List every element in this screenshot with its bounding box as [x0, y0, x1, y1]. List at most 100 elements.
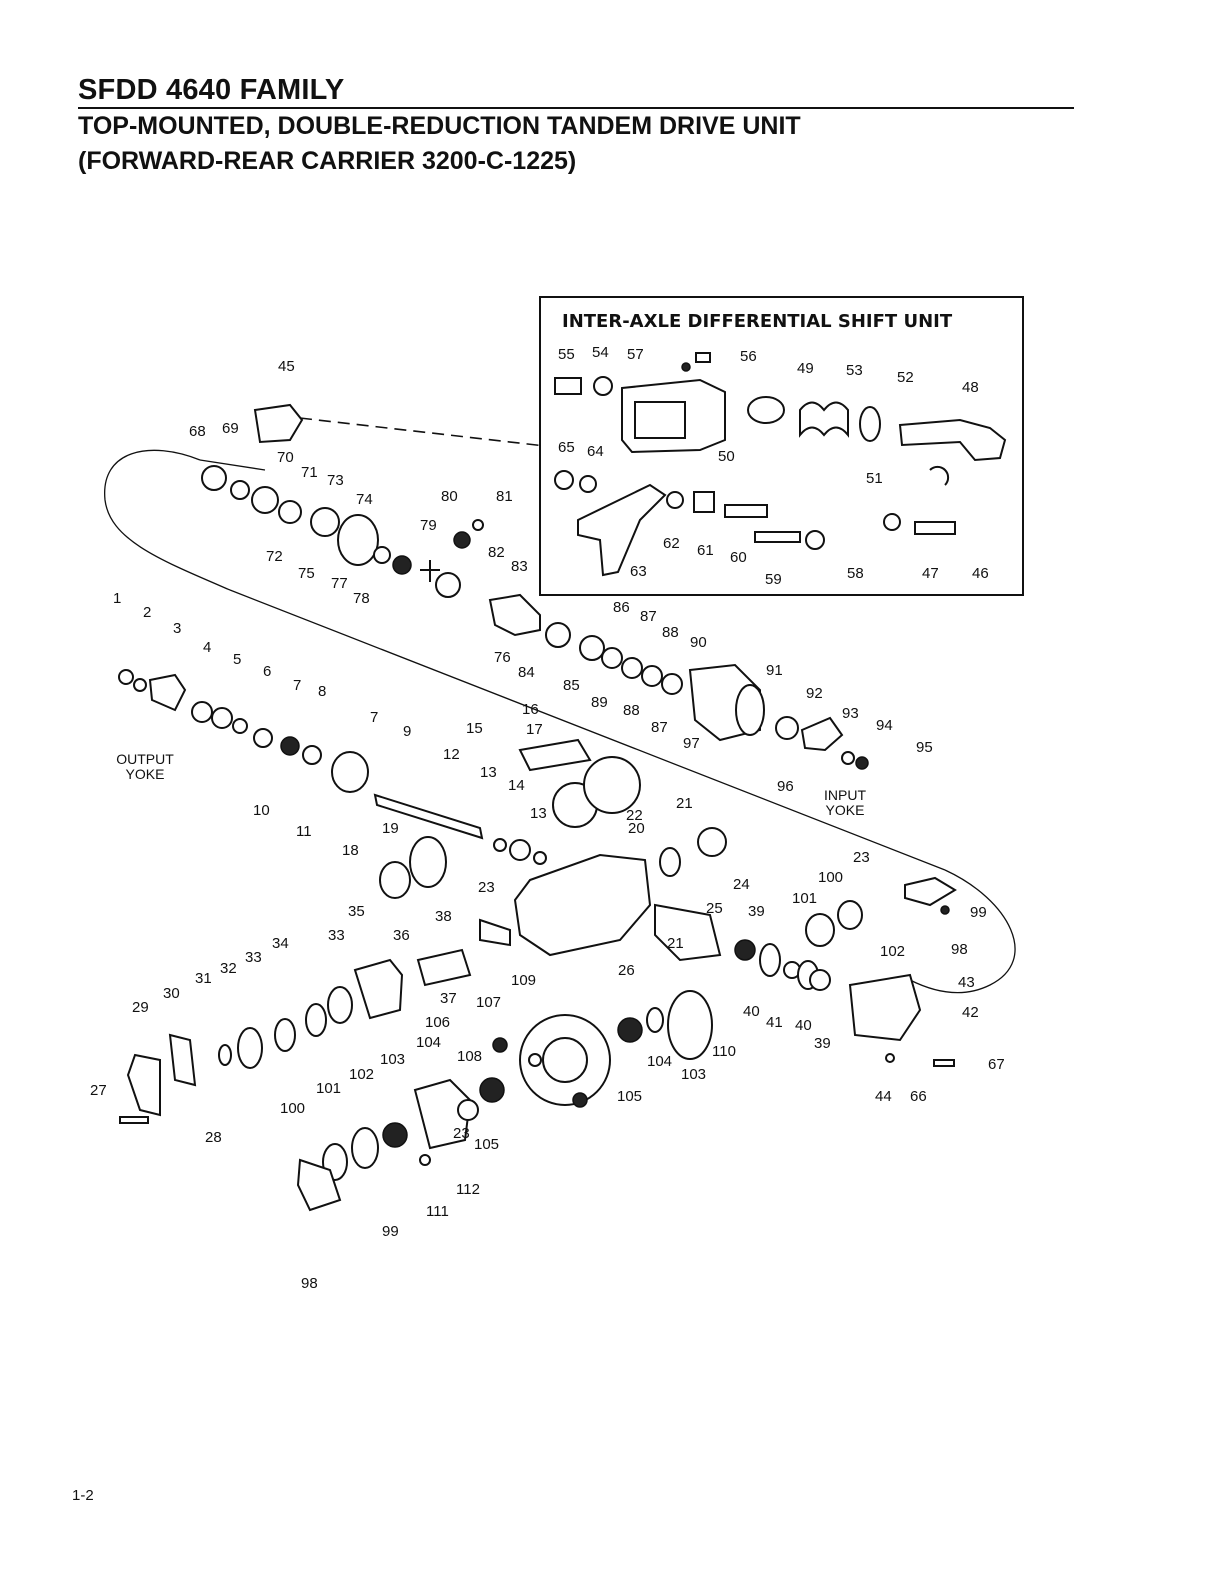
bearing-89 [601, 647, 623, 669]
callout-65: 65 [558, 439, 575, 456]
plug-57 [681, 362, 691, 372]
cap-23b [904, 876, 957, 907]
bolt-56 [695, 352, 711, 363]
washer-69 [230, 480, 250, 500]
callout-49: 49 [797, 360, 814, 377]
bearing-14 [509, 839, 531, 861]
ring-19 [409, 836, 447, 888]
callout-9: 9 [403, 723, 411, 740]
gear-105c [572, 1092, 588, 1108]
callout-6: 6 [263, 663, 271, 680]
callout-48: 48 [962, 379, 979, 396]
bearing-101 [805, 913, 835, 947]
callout-21: 21 [676, 795, 693, 812]
callout-34: 34 [272, 935, 289, 952]
callout-56: 56 [740, 348, 757, 365]
callout-54: 54 [592, 344, 609, 361]
ring-101 [351, 1127, 379, 1169]
callout-59: 59 [765, 571, 782, 588]
output-yoke-3 [148, 673, 187, 712]
yoke-45 [253, 403, 304, 444]
callout-98: 98 [301, 1275, 318, 1292]
callout-101: 101 [792, 890, 817, 907]
nut-1 [118, 669, 134, 685]
callout-3: 3 [173, 620, 181, 637]
callout-18: 18 [342, 842, 359, 859]
callout-21: 21 [667, 935, 684, 952]
assembly-loop-left [104, 449, 231, 591]
callout-52: 52 [897, 369, 914, 386]
gear-21 [583, 756, 641, 814]
washer-40 [759, 943, 781, 977]
inset-parts [554, 352, 1007, 577]
gear-80 [453, 531, 471, 549]
callout-88: 88 [662, 624, 679, 641]
callout-102: 102 [349, 1066, 374, 1083]
callout-90: 90 [690, 634, 707, 651]
ring-33 [327, 986, 353, 1024]
callout-60: 60 [730, 549, 747, 566]
pinion-26 [654, 903, 722, 962]
gasket-30 [168, 1033, 197, 1087]
seal-92 [775, 716, 799, 740]
callout-10: 10 [253, 802, 270, 819]
callout-69: 69 [222, 420, 239, 437]
callout-95: 95 [916, 739, 933, 756]
callout-86: 86 [613, 599, 630, 616]
seal-4 [191, 701, 213, 723]
nut-54 [593, 376, 613, 396]
bolt-55 [554, 377, 582, 395]
callout-36: 36 [393, 927, 410, 944]
callout-39: 39 [748, 903, 765, 920]
callout-111: 111 [426, 1203, 449, 1220]
plug-44 [885, 1053, 895, 1063]
callout-58: 58 [847, 565, 864, 582]
callout-87: 87 [640, 608, 657, 625]
case-half-74 [337, 514, 379, 566]
ring-gear-109-hub [542, 1037, 588, 1083]
callout-103: 103 [681, 1066, 706, 1083]
callout-11: 11 [296, 823, 312, 840]
callout-43: 43 [958, 974, 975, 991]
nut-65 [554, 470, 574, 490]
ring-32 [218, 1044, 232, 1066]
callout-109: 109 [511, 972, 536, 989]
inset-title: INTER-AXLE DIFFERENTIAL SHIFT UNIT [562, 311, 953, 332]
callout-99: 99 [970, 904, 987, 921]
seal-70 [251, 486, 279, 514]
callout-87: 87 [651, 719, 668, 736]
plug-111 [419, 1154, 431, 1166]
callout-84: 84 [518, 664, 535, 681]
callout-16: 16 [522, 701, 539, 718]
callout-99: 99 [382, 1223, 399, 1240]
nut-68 [201, 465, 227, 491]
bearing-82 [435, 572, 461, 598]
title-rule [78, 107, 1074, 109]
callout-103: 103 [380, 1051, 405, 1068]
inset-frame [539, 296, 1024, 596]
page-number: 1-2 [72, 1487, 94, 1504]
callout-92: 92 [806, 685, 823, 702]
callout-27: 27 [90, 1082, 107, 1099]
callout-22: 22 [626, 807, 643, 824]
ring-100 [837, 900, 863, 930]
carrier-23 [513, 853, 652, 957]
callout-63: 63 [630, 563, 647, 580]
washer-104b [457, 1099, 479, 1121]
nut-58 [805, 530, 825, 550]
callout-61: 61 [697, 542, 714, 559]
callout-15: 15 [466, 720, 483, 737]
washer-87 [661, 673, 683, 695]
ring-5 [211, 707, 233, 729]
cup-7b [302, 745, 322, 765]
callout-83: 83 [511, 558, 528, 575]
callout-104: 104 [416, 1034, 441, 1051]
callout-1: 1 [113, 590, 121, 607]
gear-105b [479, 1077, 505, 1103]
callout-70: 70 [277, 449, 294, 466]
callout-17: 17 [526, 721, 543, 738]
capscrew-27 [119, 1116, 149, 1124]
callout-67: 67 [988, 1056, 1005, 1073]
pinion-36 [416, 948, 472, 987]
ring-6 [232, 718, 248, 734]
